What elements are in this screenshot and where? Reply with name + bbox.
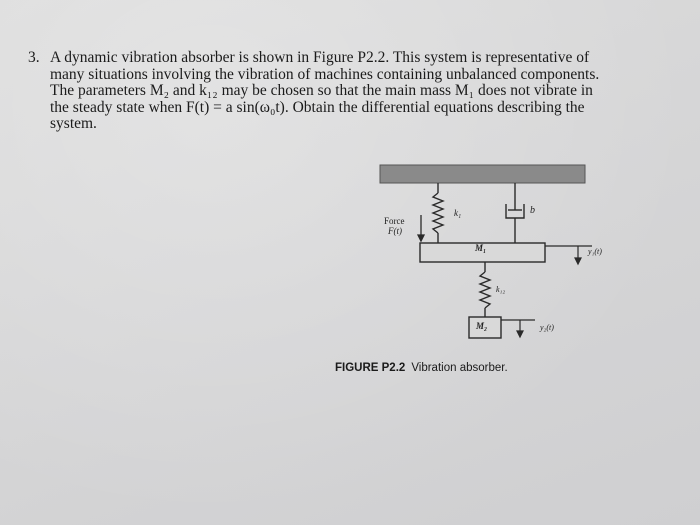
force-arrow	[416, 215, 426, 243]
force-label: Force	[384, 216, 405, 226]
vibration-absorber-figure: Force F(t) k₁ b M₁ y₁(t) k₁₂ M₂ y₂(t) FI…	[330, 160, 630, 390]
caption-text: Vibration absorber.	[411, 362, 508, 374]
problem-line: A dynamic vibration absorber is shown in…	[50, 49, 590, 66]
ground-ceiling	[379, 164, 586, 184]
spring-k1	[431, 183, 445, 243]
y2-arrow	[501, 319, 535, 339]
m2-label: M₂	[476, 321, 488, 331]
problem-line: system.	[50, 115, 97, 133]
mass-m1	[419, 242, 546, 263]
mass-m2	[468, 316, 502, 339]
figure-caption: FIGURE P2.2 Vibration absorber.	[335, 362, 508, 374]
damper-b	[505, 183, 525, 243]
m1-label: M₁	[475, 243, 487, 253]
y2-label: y₂(t)	[540, 323, 554, 332]
b-label: b	[530, 205, 535, 216]
problem-text: A dynamic vibration absorber is shown in…	[50, 49, 670, 133]
problem-line: the steady state when F(t) = a sin(ω₀t).…	[50, 98, 585, 116]
y1-arrow	[545, 245, 592, 266]
spring-k12	[478, 262, 492, 317]
y1-label: y₁(t)	[588, 247, 602, 256]
problem-line: The parameters M₂ and k₁₂ may be chosen …	[50, 82, 593, 100]
vibration-absorber-diagram	[379, 164, 592, 339]
problem-number: 3.	[28, 49, 40, 66]
caption-figure-number: FIGURE P2.2	[335, 362, 406, 374]
k1-label: k₁	[454, 208, 462, 218]
problem-line: many situations involving the vibration …	[50, 65, 600, 83]
force-function-label: F(t)	[388, 226, 402, 236]
k12-label: k₁₂	[496, 285, 506, 294]
